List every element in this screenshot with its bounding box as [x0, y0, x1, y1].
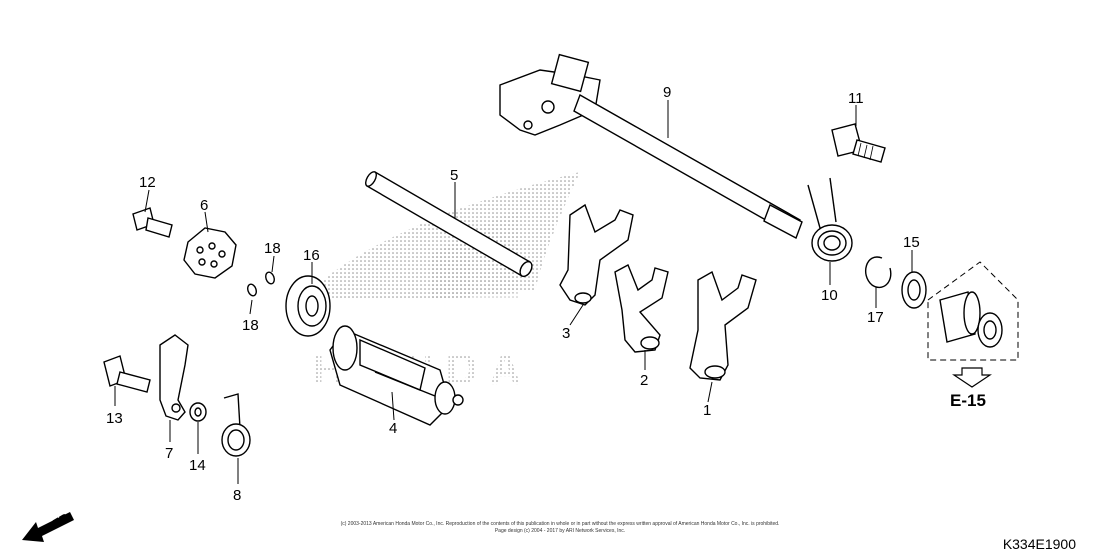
shift-fork-3: [559, 203, 634, 306]
bolt-13: [103, 355, 151, 393]
diagram-code: K334E1900: [1002, 536, 1076, 552]
stopper-arm: [159, 334, 189, 421]
washer-15: [901, 271, 927, 309]
callout-18a[interactable]: 18: [264, 240, 281, 257]
front-arrow-icon: [22, 512, 74, 542]
circlip-17: [864, 256, 892, 289]
callout-9[interactable]: 9: [663, 84, 671, 101]
callout-18b[interactable]: 18: [242, 317, 259, 334]
reference-label[interactable]: E-15: [950, 391, 986, 410]
callout-numbers: 9 11 5 12 6 18 16 18 10 17 15 3 2 1 4 13…: [106, 84, 920, 504]
dowel-pin-18a: [265, 271, 275, 285]
callout-5[interactable]: 5: [450, 167, 458, 184]
dowel-pin-18b: [247, 283, 257, 297]
callout-2[interactable]: 2: [640, 372, 648, 389]
callout-6[interactable]: 6: [200, 197, 208, 214]
leader-lines: [114, 100, 913, 484]
stopper-spring: [221, 393, 251, 457]
callout-3[interactable]: 3: [562, 325, 570, 342]
callout-8[interactable]: 8: [233, 487, 241, 504]
shift-drum: [329, 325, 464, 426]
copyright-line-2: Page design (c) 2004 - 2017 by ARI Netwo…: [494, 528, 626, 534]
callout-4[interactable]: 4: [389, 420, 397, 437]
callout-13[interactable]: 13: [106, 410, 123, 427]
drum-center: [183, 227, 237, 279]
bolt-12: [132, 207, 173, 238]
shift-fork-1: [689, 270, 757, 381]
spring-10: [807, 177, 853, 262]
callout-17[interactable]: 17: [867, 309, 884, 326]
copyright-line-1: (c) 2003-2013 American Honda Motor Co., …: [340, 521, 780, 527]
guide-shaft: [365, 171, 533, 278]
callout-14[interactable]: 14: [189, 457, 206, 474]
callout-11[interactable]: 11: [848, 90, 864, 107]
callout-1[interactable]: 1: [703, 402, 711, 419]
callout-10[interactable]: 10: [821, 287, 838, 304]
callout-15[interactable]: 15: [903, 234, 920, 251]
bearing-16: [285, 275, 331, 337]
washer-14: [189, 402, 207, 422]
shift-spindle: [499, 53, 803, 239]
shift-fork-2: [614, 264, 669, 353]
copyright-notice: (c) 2003-2013 American Honda Motor Co., …: [300, 521, 820, 535]
callout-16[interactable]: 16: [303, 247, 320, 264]
callout-7[interactable]: 7: [165, 445, 173, 462]
reference-box: E-15: [927, 261, 1019, 410]
bolt-11: [831, 123, 886, 163]
callout-12[interactable]: 12: [139, 174, 156, 191]
front-direction-indicator: FR.: [22, 509, 74, 542]
